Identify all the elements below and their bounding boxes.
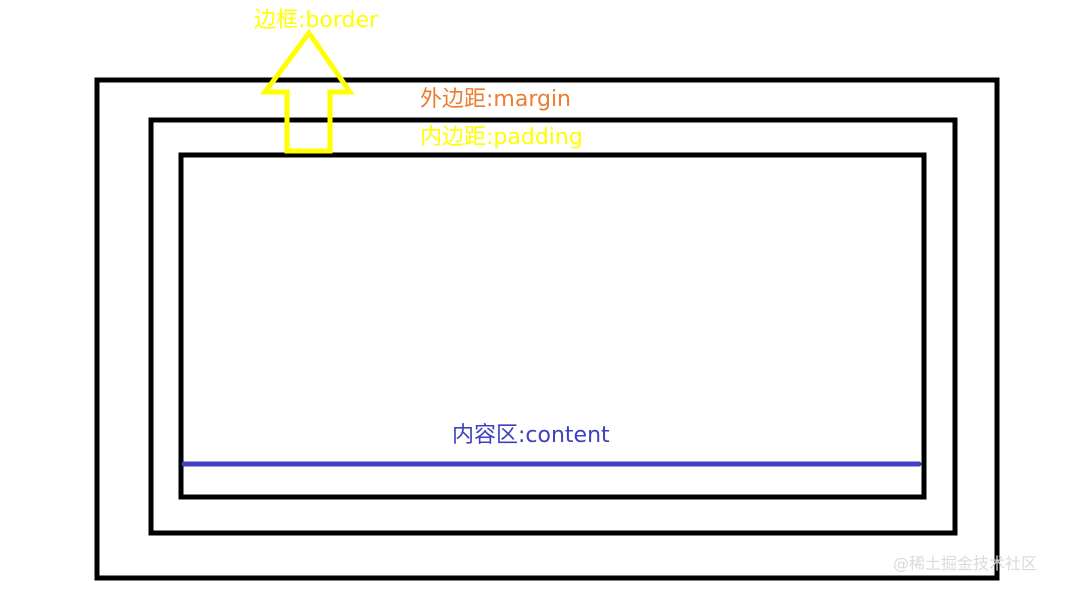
middle-box — [148, 117, 958, 536]
watermark: @稀土掘金技术社区 — [893, 554, 1038, 573]
content-label: 内容区:content — [452, 423, 610, 448]
outer-box — [94, 77, 1000, 581]
margin-label: 外边距:margin — [420, 87, 572, 112]
border-label: 边框:border — [254, 8, 379, 33]
padding-label: 内边距:padding — [420, 125, 583, 150]
up-arrow-icon — [260, 28, 355, 154]
inner-box — [178, 152, 927, 500]
